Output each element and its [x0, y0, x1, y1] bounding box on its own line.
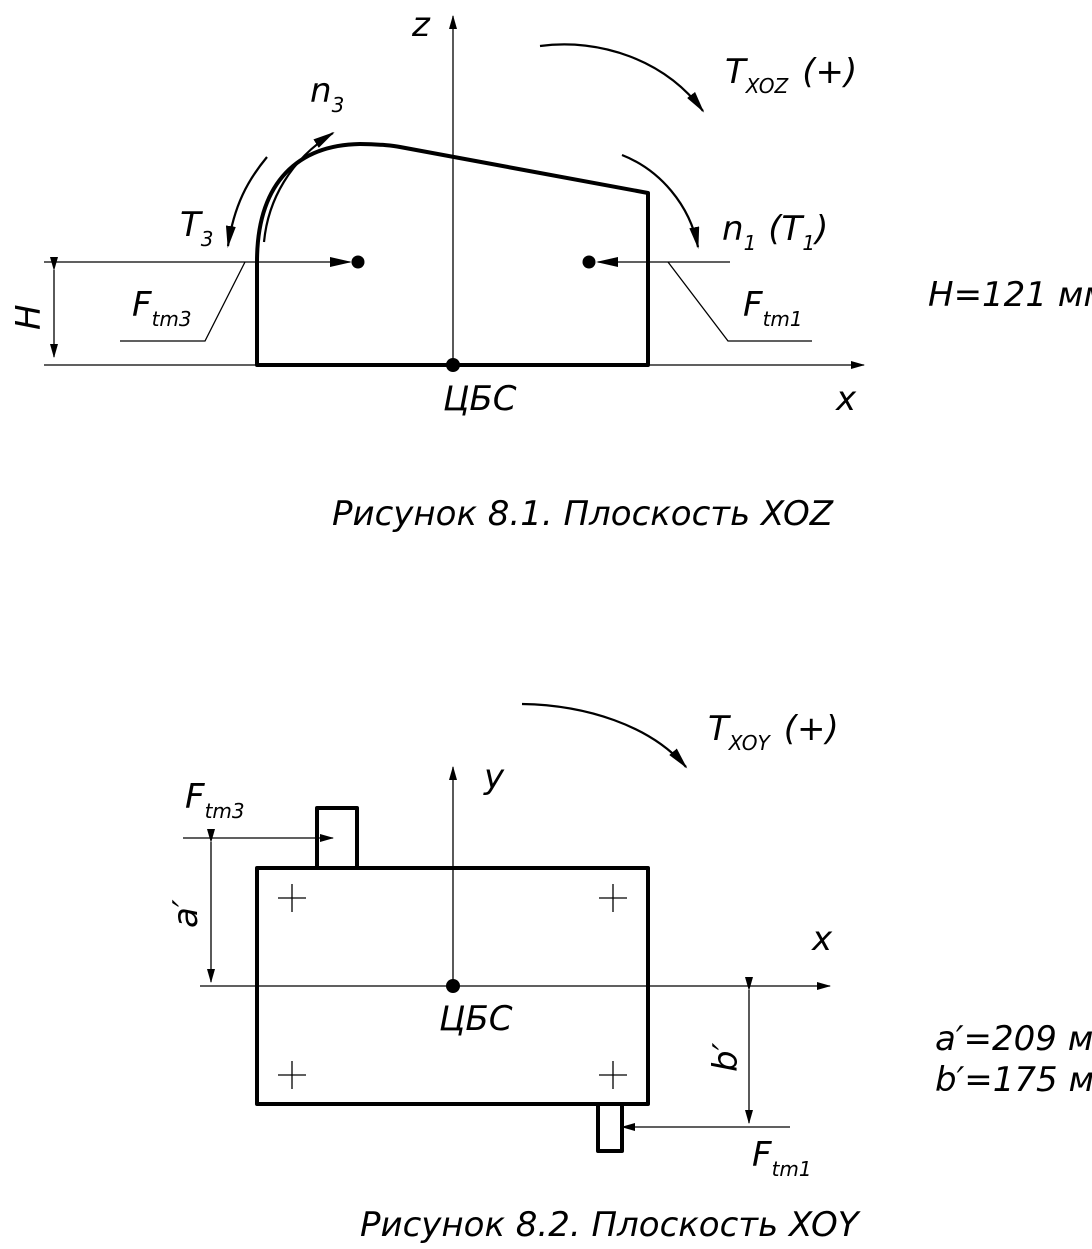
- h-value: H=121 мм: [928, 275, 1092, 315]
- x-axis-label: x: [835, 379, 857, 419]
- caption-figure-1: Рисунок 8.1. Плоскость XOZ: [332, 494, 834, 534]
- a-value: a′=209 мм: [935, 1019, 1092, 1059]
- center-label: ЦБС: [443, 379, 517, 419]
- bolt-marks: [278, 884, 627, 1089]
- figure-xoz: z x ЦБС H Ftm3 Ftm1: [9, 5, 1092, 534]
- t3-label: T3: [180, 205, 214, 251]
- gearbox-plan-outline: [255, 866, 650, 1106]
- n3-rotation-arrow: [262, 131, 335, 243]
- x-axis-label-2: x: [811, 919, 833, 959]
- a-dim-label: a′: [166, 899, 206, 928]
- t3-rotation-arrow: [225, 156, 268, 248]
- txoz-label: TXOZ(+): [725, 52, 857, 98]
- h-dim-label: H: [9, 304, 49, 330]
- ftm1-label-2: Ftm1: [752, 1135, 812, 1181]
- center-point-2: [446, 979, 460, 993]
- gearbox-side-outline: [255, 142, 650, 367]
- txoy-label: TXOY(+): [708, 709, 839, 755]
- z-axis-label: z: [411, 5, 431, 45]
- b-dim-label: b′: [706, 1042, 746, 1072]
- ftm1-leader: [667, 261, 812, 342]
- ftm3-leader: [120, 261, 246, 342]
- shaft-stub-bottom: [596, 1102, 624, 1153]
- b-value: b′=175 мм: [935, 1060, 1092, 1100]
- n3-label: n3: [310, 71, 344, 117]
- center-point: [446, 358, 460, 372]
- figure-xoy: y x ЦБС a′ b′ Ftm3 Ftm1: [166, 702, 1092, 1245]
- center-label-2: ЦБС: [439, 999, 513, 1039]
- txoy-rotation-arrow: [521, 702, 688, 769]
- ftm3-label-2: Ftm3: [185, 777, 245, 823]
- ftm1-point: [582, 255, 596, 269]
- ftm1-label: Ftm1: [743, 285, 803, 331]
- y-axis-label: y: [483, 757, 505, 797]
- txoz-rotation-arrow: [539, 43, 705, 113]
- caption-figure-2: Рисунок 8.2. Плоскость XOY: [360, 1205, 861, 1245]
- ftm3-label: Ftm3: [132, 285, 192, 331]
- n1-t1-label: n1(T1): [722, 209, 828, 255]
- n1-rotation-arrow: [621, 153, 700, 249]
- ftm3-point: [351, 255, 365, 269]
